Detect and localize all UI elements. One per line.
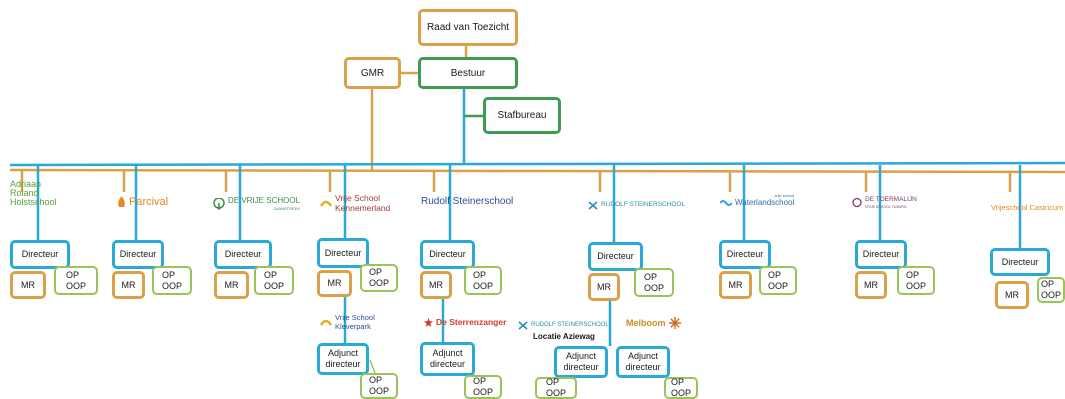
adjunct-directeur-box: Adjunct directeur	[554, 346, 608, 378]
locatie-aziewag-caption: Locatie Aziewag	[533, 332, 595, 341]
directeur-box: Directeur	[112, 240, 164, 269]
directeur-box: Directeur	[990, 248, 1050, 276]
gmr-box: GMR	[344, 57, 401, 89]
directeur-box: Directeur	[10, 240, 70, 269]
toermalijn-emblem-icon	[852, 197, 862, 207]
school-logo-parcival: Parcival	[117, 196, 168, 207]
school-name: Vrije School Kennemerland	[335, 193, 391, 213]
op-oop-box: OP OOP	[664, 377, 698, 399]
directeur-box: Directeur	[214, 240, 272, 269]
op-oop-box: OP OOP	[634, 268, 674, 297]
directeur-box: Directeur	[317, 238, 369, 268]
school-logo-vrije-school-kleverpark: Vrije School Kleverpark	[320, 313, 375, 331]
school-name: Parcival	[129, 195, 169, 208]
flower-icon	[668, 317, 681, 329]
school-name: De Sterrenzanger	[436, 317, 507, 327]
op-oop-box: OP OOP	[54, 266, 98, 295]
school-logo-de-toermalijn: DE TOERMALIJN VRIJE SCHOOL TILBURG	[852, 195, 917, 209]
mr-box: MR	[588, 273, 620, 301]
school-logo-de-vrije-school-zaanstreek: DE VRIJE SCHOOL ZAANSTREEK	[213, 196, 300, 211]
op-oop-box: OP OOP	[360, 373, 398, 399]
connector-line	[9, 161, 1065, 167]
star-icon	[424, 317, 433, 327]
steiner-emblem-icon	[588, 200, 598, 210]
school-name: Adriaan Roland Holstschool	[10, 179, 57, 207]
directeur-box: Directeur	[855, 240, 907, 269]
adjunct-directeur-box: Adjunct directeur	[420, 342, 475, 376]
op-oop-box: OP OOP	[152, 266, 192, 295]
adjunct-directeur-box: Adjunct directeur	[616, 346, 670, 378]
steiner-emblem-icon	[518, 320, 528, 330]
mr-box: MR	[317, 270, 352, 297]
op-oop-box: OP OOP	[360, 264, 398, 292]
school-logo-vrije-school-kennemerland: Vrije School Kennemerland	[320, 193, 390, 213]
connector-line	[9, 168, 1065, 174]
op-oop-box: OP OOP	[897, 266, 935, 295]
mr-box: MR	[10, 271, 46, 299]
raad-van-toezicht-box: Raad van Toezicht	[418, 9, 518, 46]
directeur-box: Directeur	[719, 240, 771, 269]
flame-icon	[118, 196, 125, 207]
mr-box: MR	[420, 271, 452, 299]
school-name: RUDOLF STEINERSCHOOL	[601, 201, 686, 208]
school-name: Vrijeschool Castricum	[991, 203, 1064, 212]
school-subtitle: VRIJE SCHOOL TILBURG	[865, 205, 907, 209]
school-prefix: vrije school	[774, 193, 795, 198]
school-logo-adriaan-roland-holstschool: Adriaan Roland Holstschool	[10, 180, 57, 207]
op-oop-box: OP OOP	[535, 377, 577, 399]
school-name: RUDOLF STEINERSCHOOL	[531, 322, 609, 328]
sun-arc-icon	[320, 200, 332, 207]
directeur-box: Directeur	[420, 240, 475, 269]
sun-arc-icon	[320, 319, 332, 326]
mr-box: MR	[112, 271, 145, 299]
mr-box: MR	[855, 271, 887, 299]
school-name: Meiboom	[626, 318, 666, 328]
stafbureau-box: Stafbureau	[483, 97, 561, 134]
school-logo-rudolf-steinerschool-aziewag: RUDOLF STEINERSCHOOL	[518, 320, 609, 330]
school-name: DE VRIJE SCHOOL	[228, 196, 301, 205]
op-oop-box: OP OOP	[464, 375, 502, 399]
op-oop-box: OP OOP	[254, 266, 294, 295]
adjunct-directeur-box: Adjunct directeur	[317, 343, 369, 375]
school-name: Vrije School Kleverpark	[335, 313, 375, 331]
tree-icon	[213, 197, 225, 210]
op-oop-box: OP OOP	[464, 266, 502, 295]
directeur-box: Directeur	[588, 242, 643, 271]
school-name: Rudolf Steinerschool	[421, 196, 514, 207]
school-logo-vrijeschool-castricum: Vrijeschool Castricum	[991, 203, 1063, 213]
mr-box: MR	[214, 271, 249, 299]
school-logo-rudolf-steinerschool: Rudolf Steinerschool	[421, 197, 513, 207]
wave-icon	[720, 199, 732, 206]
school-logo-rudolf-steinerschool-2: RUDOLF STEINERSCHOOL	[588, 200, 685, 210]
bestuur-box: Bestuur	[418, 57, 518, 89]
mr-box: MR	[995, 281, 1029, 309]
school-logo-waterlandschool: vrije school Waterlandschool	[720, 193, 794, 208]
school-logo-meiboom: Meiboom	[626, 317, 681, 329]
mr-box: MR	[719, 271, 752, 299]
op-oop-box: OP OOP	[759, 266, 797, 295]
school-name: Waterlandschool	[735, 198, 795, 207]
school-subtitle: ZAANSTREEK	[273, 206, 301, 211]
school-logo-de-sterrenzanger: De Sterrenzanger	[424, 317, 506, 327]
op-oop-box: OP OOP	[1037, 277, 1065, 303]
connector-line	[369, 359, 376, 374]
school-name: DE TOERMALIJN	[865, 196, 917, 203]
